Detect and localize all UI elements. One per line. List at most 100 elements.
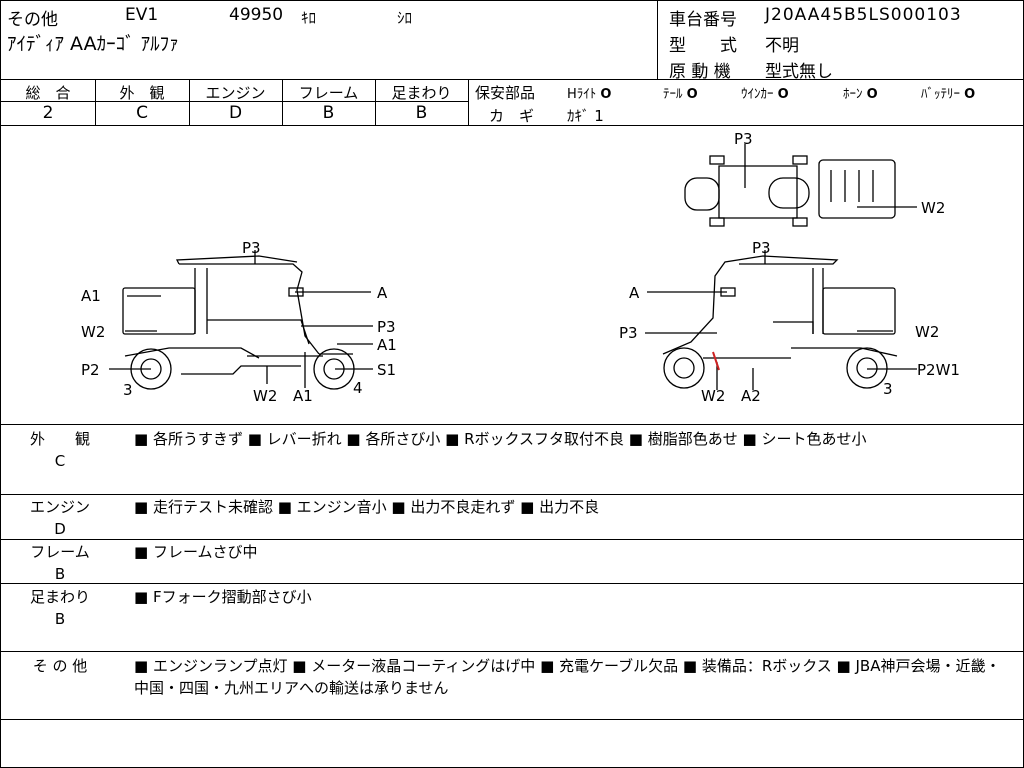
safety-item-mark: O (866, 87, 878, 102)
top-box (818, 159, 896, 219)
key-label: カ ギ (489, 107, 535, 125)
label-left-box: A1 (81, 287, 101, 305)
safety-headlight: Hﾗｲﾄ O (567, 83, 611, 102)
vehicle-diagram (109, 144, 917, 390)
remark-rule (1, 539, 1023, 540)
label-right-roof: P3 (752, 239, 771, 257)
grade-value-frame: B (322, 103, 335, 123)
remark-grade: B (54, 610, 66, 628)
remark-title: 外 観 (29, 430, 90, 448)
rear-wheel-right (846, 347, 888, 389)
engine-value: 型式無し (765, 62, 833, 82)
label-right-rear-wheel: 3 (883, 380, 893, 398)
engine-label: 原 動 機 (669, 62, 731, 82)
grade-divider (468, 79, 469, 125)
remark-title-engine: エンジン D (5, 496, 115, 540)
grade-divider (375, 79, 376, 125)
type-value: 不明 (765, 36, 799, 56)
remark-title: そ の 他 (32, 657, 88, 675)
label-top-box: W2 (921, 199, 946, 217)
model-name: ｱｲﾃﾞｨｱ AAｶｰｺﾞ ｱﾙﾌｧ (7, 33, 179, 55)
header-bottom-rule (1, 79, 1023, 80)
mileage-unit: ｷﾛ (301, 9, 317, 27)
roof-right (662, 255, 839, 355)
safety-item-mark: O (686, 87, 698, 102)
type-label: 型 式 (669, 36, 737, 56)
label-left-front-wheel: S1 (377, 361, 397, 379)
remark-rule (1, 494, 1023, 495)
remark-text-suspension: ■ Fフォーク摺動部さび小 (134, 588, 312, 606)
remark-title: 足まわり (29, 588, 90, 606)
safety-title: 保安部品 (475, 84, 536, 102)
roof-left (179, 263, 320, 355)
diagram-bottom-rule (1, 424, 1023, 425)
category: その他 (7, 10, 58, 30)
safety-battery: ﾊﾞｯﾃﾘｰ O (921, 83, 975, 102)
color: ｼﾛ (397, 9, 413, 27)
mileage: 49950 (229, 5, 284, 25)
safety-item-label: ﾃｰﾙ (663, 87, 683, 102)
remark-text-engine: ■ 走行テスト未確認 ■ エンジン音小 ■ 出力不良走れず ■ 出力不良 (134, 498, 600, 516)
chassis-value: J20AA45B5LS000103 (765, 5, 962, 25)
grade-divider (282, 79, 283, 125)
grade-row-rule (1, 101, 468, 102)
grade-value-engine: D (228, 103, 243, 123)
key-value: ｶｷﾞ 1 (567, 107, 604, 125)
label-right-box: W2 (915, 323, 940, 341)
grade-label-frame: フレーム (298, 84, 359, 102)
label-left-front-wheel-num: 4 (353, 379, 363, 397)
remark-text-other: ■ エンジンランプ点灯 ■ メーター液晶コーティングはげ中 ■ 充電ケーブル欠品… (134, 657, 1001, 697)
remark-rule (1, 651, 1023, 652)
label-left-step: A1 (293, 387, 313, 405)
remark-grade: B (54, 565, 66, 583)
label-left-front: P3 (377, 318, 396, 336)
grade-divider (95, 79, 96, 125)
label-right-mirror: A (629, 284, 640, 302)
label-right-rear: P2W1 (917, 361, 960, 379)
grade-value-suspension: B (415, 103, 428, 123)
safety-item-label: ﾊﾞｯﾃﾘｰ (921, 87, 960, 102)
safety-tail: ﾃｰﾙ O (663, 83, 698, 102)
grade-label-exterior: 外 観 (119, 84, 165, 102)
grade-label-suspension: 足まわり (391, 84, 452, 102)
label-right-step: A2 (741, 387, 761, 405)
safety-item-mark: O (964, 87, 976, 102)
remark-text-exterior: ■ 各所うすきず ■ レバー折れ ■ 各所さび小 ■ Rボックスフタ取付不良 ■… (134, 430, 867, 448)
label-left-floor: W2 (253, 387, 278, 405)
top-body (718, 165, 798, 219)
safety-winker: ｳｲﾝｶｰ O (741, 83, 789, 102)
remark-rule (1, 583, 1023, 584)
label-left-roof: P3 (242, 239, 261, 257)
label-left-rear: P2 (81, 361, 100, 379)
safety-horn: ﾎｰﾝ O (843, 83, 878, 102)
label-right-floor: W2 (701, 387, 726, 405)
grades-bottom-rule (1, 125, 1023, 126)
front-wheel-right (663, 347, 705, 389)
remark-title: フレーム (30, 543, 90, 561)
remark-title-exterior: 外 観 C (5, 428, 115, 472)
rear-box-right (822, 287, 896, 335)
grade-label-engine: エンジン (205, 84, 266, 102)
remark-title-suspension: 足まわり B (5, 586, 115, 630)
remark-rule (1, 719, 1023, 720)
rear-box-left (122, 287, 196, 335)
remark-title: エンジン (29, 498, 90, 516)
lot-number: EV1 (125, 5, 159, 25)
grade-value-overall: 2 (42, 103, 54, 123)
safety-item-label: ｳｲﾝｶｰ (741, 87, 774, 102)
header-divider (657, 1, 658, 79)
remark-grade: C (54, 452, 66, 470)
label-left-mirror: A (377, 284, 388, 302)
remark-grade: D (54, 520, 66, 538)
label-left-box-lower: W2 (81, 323, 106, 341)
label-right-front: P3 (619, 324, 638, 342)
label-left-fender: A1 (377, 336, 397, 354)
grade-label-overall: 総 合 (25, 84, 71, 102)
top-front (684, 177, 720, 211)
label-left-rear-wheel: 3 (123, 381, 133, 399)
remark-text-frame: ■ フレームさび中 (134, 543, 258, 561)
safety-item-label: ﾎｰﾝ (843, 87, 863, 102)
safety-item-mark: O (777, 87, 789, 102)
grade-divider (189, 79, 190, 125)
